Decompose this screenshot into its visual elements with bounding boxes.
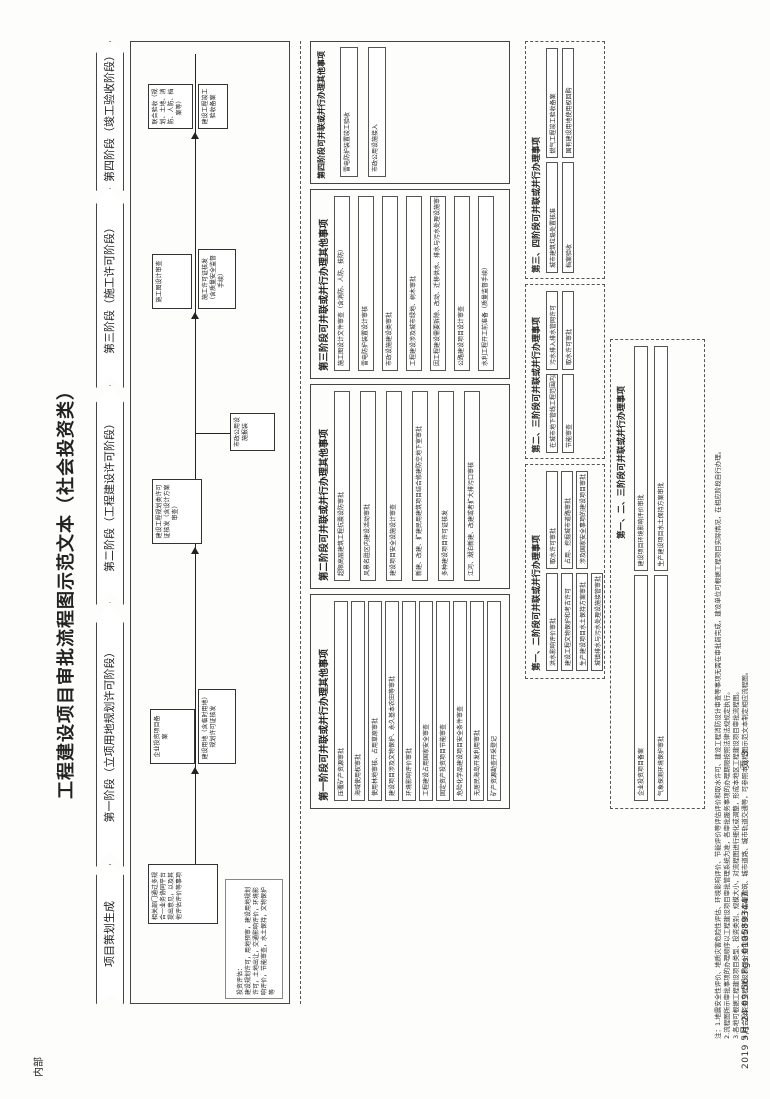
list-item: 多种建设项目许可证核发 (438, 391, 454, 581)
arrow-to-p1 (191, 767, 199, 774)
phase-4: 第四阶段（竣工验收阶段） (96, 41, 124, 191)
document-title: 工程建设项目审批流程图示范文本（社会投资类） (56, 381, 77, 799)
p2-main-box: 建设工程规划类许可证核发（含设计方案审查） (152, 479, 202, 544)
list-item: 污水排入排水管网许可 (546, 291, 558, 370)
list-item: 海域使用权审批 (351, 601, 365, 801)
planning-note: 投资评估： 建设规划许可，用地预审，建设用地规划许可，土地出让，交通影响评价，环… (225, 879, 283, 999)
list-item: 取水许可审批 (546, 471, 558, 569)
p4-main-box: 联合验收（规划、土地、消防、人防、档案等） (148, 84, 193, 129)
list-item: 涉及国家安全事项的建设项目审批 (576, 471, 588, 569)
arrow-to-p4 (191, 132, 199, 139)
list-item: 洪水影响评价审批 (546, 573, 558, 671)
list-item: 施工图设计文件审查（含消防、人防、技防） (334, 196, 350, 371)
list-item: 在城市地下管线工程范围内施工审批 (546, 374, 558, 453)
planning-box: 相关部门通过多规合一业务协同平台提出意见，以及其他评估评价等事项 (148, 864, 218, 924)
list-item: 建设项目安全设施设计审查 (386, 391, 402, 581)
list-item: 建设项目环境影响评价审批 (634, 346, 648, 572)
list-item: 雷电防护装置竣工验收 (340, 47, 358, 177)
list-item: 档案验收 (562, 162, 574, 273)
list-item: 城镇排水与污水处理设施接管审批 (591, 573, 603, 671)
corner-label: 内部 (34, 1057, 45, 1077)
cross-12-title: 第一、二阶段可并联或并行办理事项 (532, 534, 542, 671)
phase-2: 第二阶段（工程建设许可阶段） (96, 385, 124, 605)
list-item: 生产建设项目水土保持方案审批 (654, 346, 668, 572)
list-item: 江河、湖泊新建、改建或者扩大排污口审核 (464, 391, 480, 581)
list-item: 市政设施建设类审批 (382, 196, 398, 371)
list-item: 国有建设用地使用权回购 (562, 48, 574, 159)
flow-line-main (195, 54, 196, 864)
p1-main-box: 企业投资项目备案 (150, 709, 195, 764)
list-item: 固定资产投资项目节能审查 (436, 601, 450, 801)
list-item: 因工程建设需要拆除、改动、迁移供水、排水与污水处理设施审核 (430, 196, 446, 371)
p2-side-box: 市政公用设施报装 (230, 413, 275, 451)
footnote: 4.社会投资类工程建设项目分类包括但不限于房屋建筑、城市道路、城市轨道交通等，可… (741, 668, 749, 1039)
list-item: 燃气工程竣工验收备案 (546, 48, 558, 159)
list-item: 超限高层建筑工程抗震设防审批 (334, 391, 350, 581)
list-item: 雷电防护装置设计审核 (358, 196, 374, 371)
list-item: 生产建设项目水土保持方案审批 (576, 573, 588, 671)
list-item: 取水许可审批 (562, 291, 574, 370)
list-item: 城市建筑垃圾处置核准 (546, 162, 558, 273)
p2-side-connector (195, 433, 230, 434)
cross-123-title: 第一、二、三阶段可并联或并行办理事项 (617, 385, 627, 539)
list-item: 建设工程文物保护和考古许可 (561, 573, 573, 671)
list-item: 公路建设项目设计审查 (454, 196, 470, 371)
phase-3: 第三阶段（施工许可阶段） (96, 188, 124, 388)
list-item: 无居民海岛开发利用审批 (470, 601, 484, 801)
list-item: 水利工程开工前准备（质量监督手续） (478, 196, 494, 371)
phase-planning: 项目策划生成 (96, 864, 124, 1004)
list-item: 市政公用设施接入 (368, 47, 386, 177)
list-item: 企业投资项目备案 (634, 575, 648, 801)
p4-sub-box: 建设工程竣工验收备案 (198, 84, 228, 129)
p3-main-box: 施工图设计审查 (152, 254, 192, 309)
arrow-to-p2 (191, 547, 199, 554)
list-item: 风景名胜区内建设活动审批 (360, 391, 376, 581)
list-item: 危险化学品建设项目安全条件审查 (453, 601, 467, 801)
dashed-separator (300, 41, 301, 1004)
p3-sub-box: 施工许可证核发（含质量安全监督手续） (198, 249, 236, 309)
list-item: 环境影响评价审批 (402, 601, 416, 801)
cross-34-title: 第三、四阶段可并联或并行办理事项 (532, 136, 542, 273)
list-item: 矿产资源勘查开采登记 (487, 601, 501, 801)
list-item: 节能审查 (562, 374, 574, 453)
list-item: 工程建设涉及城市绿地、树木审批 (406, 196, 422, 371)
list-item: 使用林地审核、占用草原审批 (368, 601, 382, 801)
parallel-p1-title: 第一阶段可并联或并行办理其他事项 (319, 648, 330, 801)
arrow-to-p3 (191, 312, 199, 319)
list-item: 建设项目涉及文物保护、永久基本农田等审批 (385, 601, 399, 801)
list-item: 工程建设占用国家安全审查 (419, 601, 433, 801)
cross-23-title: 第二、三阶段可并联或并行办理事项 (532, 316, 542, 453)
parallel-p4-title: 第四阶段可并联或并行办理其他事项 (317, 51, 326, 179)
list-item: 新建、改建、扩建民用建筑项目结合修建防空地下室审批 (412, 391, 428, 581)
parallel-p2-title: 第二阶段可并联或并行办理其他事项 (319, 428, 330, 581)
list-item: 气象探测环境保护审批 (654, 575, 668, 801)
list-item: 占用、挖掘城市道路审批 (561, 471, 573, 569)
list-item: 压覆矿产资源审批 (334, 601, 348, 801)
phase-1: 第一阶段（立项用地规划许可阶段） (96, 602, 124, 867)
parallel-p3-title: 第三阶段可并联或并行办理其他事项 (319, 218, 330, 371)
p1-sub-box: 建设用地（含临时用地）规划许可证核发 (198, 689, 236, 764)
